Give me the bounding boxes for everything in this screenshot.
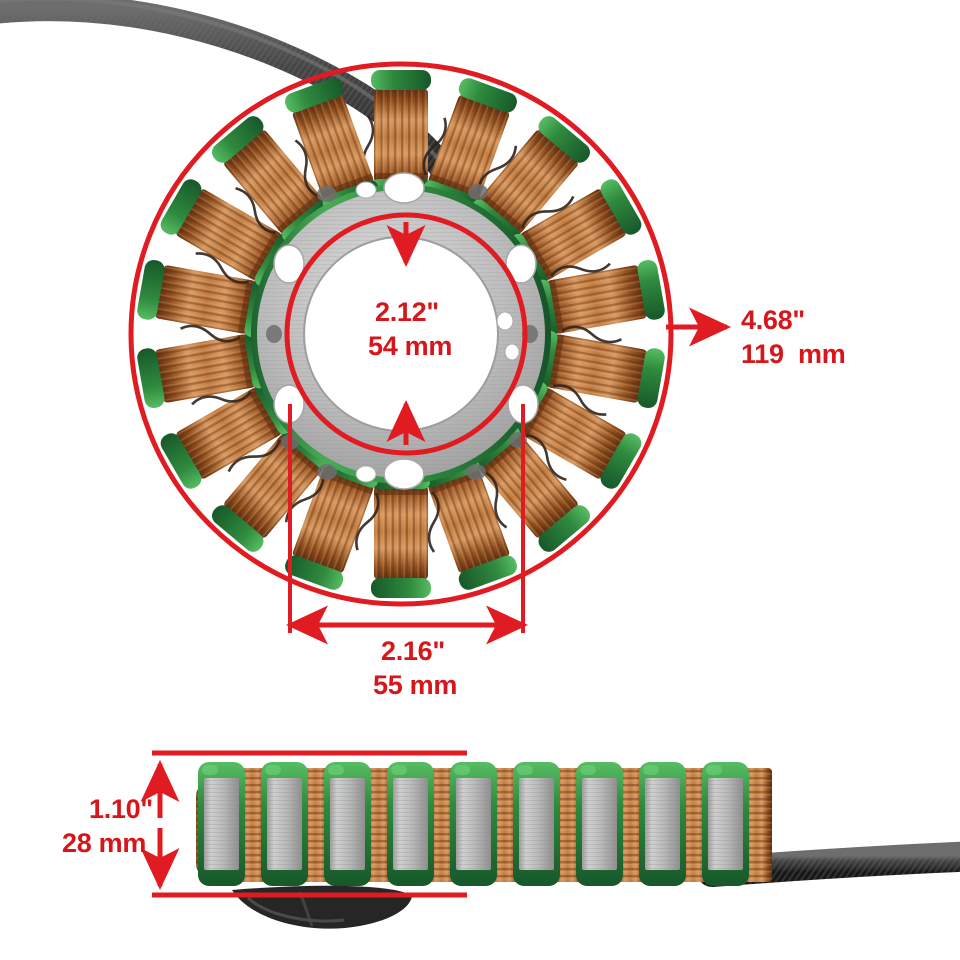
coil (534, 325, 665, 408)
coil (137, 330, 268, 408)
coil (510, 179, 642, 287)
side-pole (702, 762, 772, 886)
coil (212, 116, 331, 243)
coil (471, 425, 590, 552)
coil (423, 457, 517, 590)
bolt-circle-label-mm: 55 mm (373, 670, 458, 700)
coil (534, 260, 665, 338)
side-pole (198, 762, 268, 886)
coil (362, 70, 431, 194)
coil (212, 425, 331, 552)
thickness-label-inches: 1.10" (89, 794, 153, 824)
lead-cable-top (0, 0, 484, 220)
tape-wrap (232, 885, 412, 929)
side-pole (261, 762, 331, 886)
coil (371, 474, 440, 598)
outer-diameter-label-mm: 119 mm (741, 339, 846, 369)
coil (285, 457, 380, 590)
side-pole (513, 762, 583, 886)
coil (137, 260, 268, 343)
coil (510, 381, 642, 489)
coil (471, 116, 590, 243)
coil (160, 179, 292, 287)
inner-bore-label-mm: 54 mm (368, 331, 453, 361)
coil (285, 78, 379, 211)
coil (422, 78, 517, 211)
thickness-label-mm: 28 mm (62, 828, 147, 858)
side-pole (450, 762, 520, 886)
lead-cable-bottom (697, 841, 960, 887)
inner-bore-label-inches: 2.12" (375, 297, 439, 327)
side-pole (576, 762, 646, 886)
side-pole (324, 762, 394, 886)
side-pole (639, 762, 709, 886)
outer-diameter-label-inches: 4.68" (741, 305, 805, 335)
coil (160, 381, 292, 489)
side-pole (387, 762, 457, 886)
bolt-circle-label-inches: 2.16" (381, 636, 445, 666)
stator-side-view (196, 762, 960, 929)
